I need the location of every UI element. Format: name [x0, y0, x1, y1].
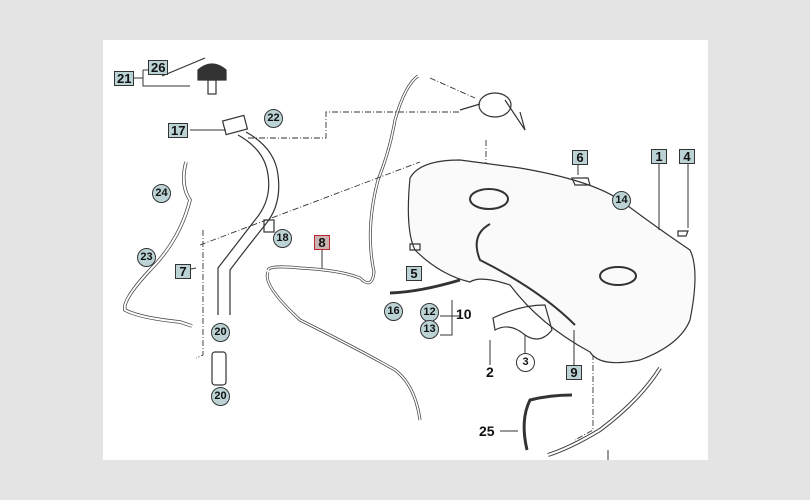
part-label-9[interactable]: 9	[566, 365, 582, 380]
part-label-4[interactable]: 4	[679, 149, 695, 164]
part-label-13[interactable]: 13	[420, 320, 439, 339]
fuel-pump	[459, 92, 526, 131]
part-label-20[interactable]: 20	[211, 387, 230, 406]
part-label-7[interactable]: 7	[175, 264, 191, 279]
part-label-24[interactable]: 24	[152, 184, 171, 203]
part-label-17[interactable]: 17	[168, 123, 189, 138]
part-label-5[interactable]: 5	[406, 266, 422, 281]
filler-neck	[211, 114, 280, 386]
fuel-line	[265, 74, 422, 421]
leader-lines	[195, 77, 594, 441]
part-label-21[interactable]: 21	[114, 71, 135, 86]
part-label-26[interactable]: 26	[148, 60, 169, 75]
hose-25	[522, 393, 573, 451]
part-label-25[interactable]: 25	[479, 423, 495, 439]
part-label-23[interactable]: 23	[137, 248, 156, 267]
fuel-tank	[407, 159, 696, 364]
part-label-3[interactable]: 3	[516, 353, 535, 372]
part-label-22[interactable]: 22	[264, 109, 283, 128]
part-label-2[interactable]: 2	[486, 364, 494, 380]
part-label-20[interactable]: 20	[211, 323, 230, 342]
vent-hose	[122, 161, 193, 328]
part-label-10[interactable]: 10	[456, 306, 472, 322]
part-label-16[interactable]: 16	[384, 302, 403, 321]
part-label-14[interactable]: 14	[612, 191, 631, 210]
tank-strap	[389, 278, 662, 457]
heat-shield	[492, 304, 553, 340]
part-label-6[interactable]: 6	[572, 150, 588, 165]
part-label-1[interactable]: 1	[651, 149, 667, 164]
part-label-18[interactable]: 18	[273, 229, 292, 248]
part-label-8-highlighted[interactable]: 8	[314, 235, 330, 250]
fuel-cap	[161, 57, 227, 95]
